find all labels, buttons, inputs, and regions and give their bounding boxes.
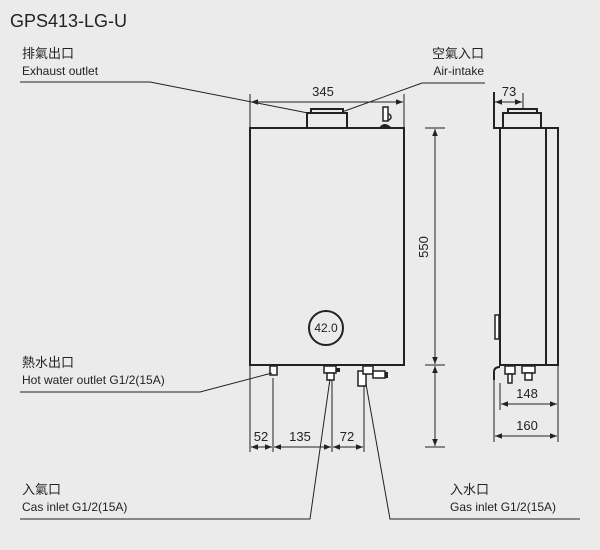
exhaust-label-en: Exhaust outlet <box>22 64 99 78</box>
dim-73: 73 <box>502 84 516 99</box>
gas-inlet-label-cn: 入氣口 <box>22 482 61 497</box>
water-inlet-label-en: Gas inlet G1/2(15A) <box>450 500 556 514</box>
height-dimension: 550 <box>416 236 431 258</box>
gas-fitting <box>323 365 340 381</box>
dim-72: 72 <box>340 429 354 444</box>
hot-water-leader <box>20 372 273 393</box>
air-intake-leader <box>341 82 485 113</box>
dim-52: 52 <box>254 429 268 444</box>
water-inlet-label-cn: 入水口 <box>450 482 489 497</box>
exhaust-leader <box>20 81 309 114</box>
model-title: GPS413-LG-U <box>10 11 127 31</box>
dim-135: 135 <box>289 429 311 444</box>
gas-inlet-leader <box>20 378 331 520</box>
exhaust-collar <box>306 112 348 129</box>
front-view: 42.0 <box>249 106 405 387</box>
hot-water-label-en: Hot water outlet G1/2(15A) <box>22 373 165 387</box>
hot-water-label-cn: 熱水出口 <box>22 355 74 370</box>
air-intake-stub <box>379 106 392 128</box>
dim-160: 160 <box>516 418 538 433</box>
water-fitting <box>357 365 388 387</box>
display-dial <box>308 310 344 346</box>
side-view <box>493 92 559 384</box>
dim-148: 148 <box>516 386 538 401</box>
gas-inlet-label-en: Cas inlet G1/2(15A) <box>22 500 127 514</box>
display-value: 42.0 <box>314 321 338 335</box>
air-intake-label-cn: 空氣入口 <box>432 46 484 61</box>
air-intake-label-en: Air-intake <box>433 64 484 78</box>
exhaust-cap <box>310 108 344 114</box>
width-dimension: 345 <box>312 84 334 99</box>
hot-water-fitting <box>269 365 278 376</box>
water-inlet-leader <box>365 383 580 520</box>
exhaust-label-cn: 排氣出口 <box>22 46 74 61</box>
